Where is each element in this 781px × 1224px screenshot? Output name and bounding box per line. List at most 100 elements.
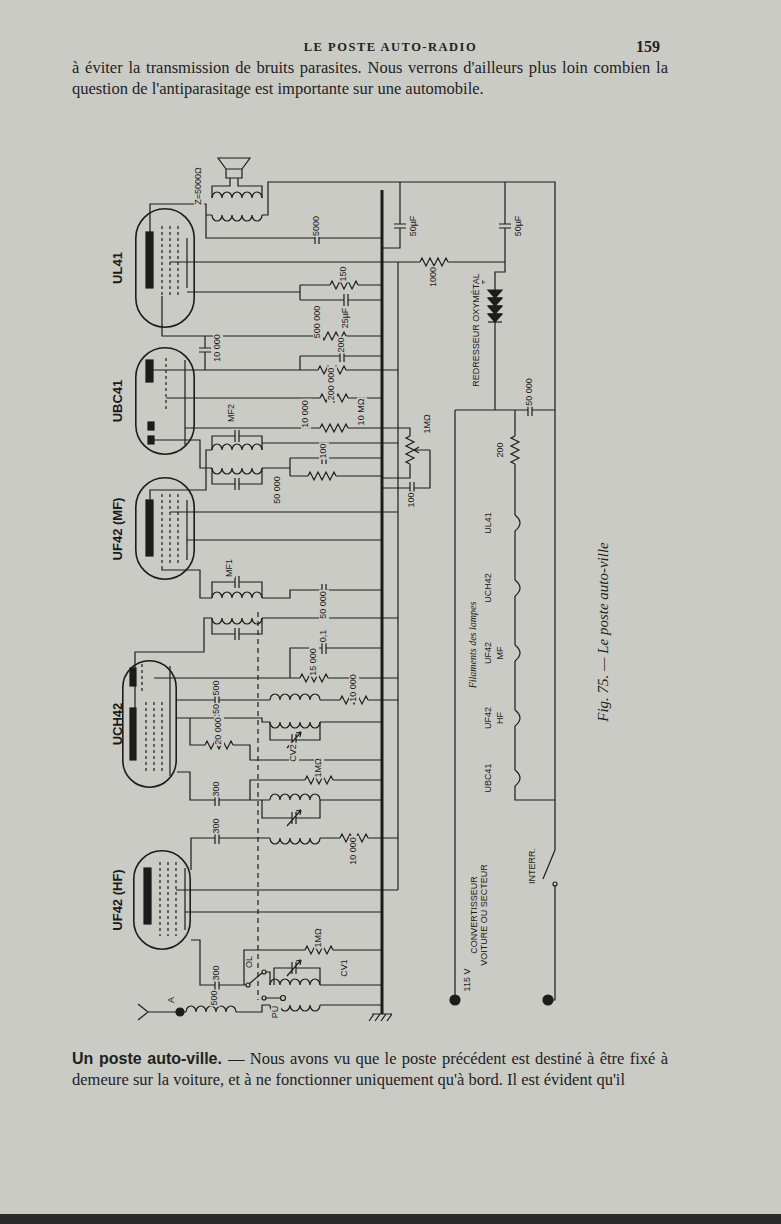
wiring xyxy=(274,968,320,985)
tube-label: UBC41 xyxy=(110,380,125,423)
component-value: 15 000 xyxy=(309,647,319,677)
tube-outline xyxy=(136,478,194,579)
tube-label: UCH42 xyxy=(110,703,125,746)
wiring xyxy=(334,294,358,306)
wiring xyxy=(212,178,262,198)
wiring xyxy=(212,444,262,450)
component-value: 50µF xyxy=(514,215,524,238)
tube-label: UF42 (HF) xyxy=(110,869,125,930)
page-number: 159 xyxy=(636,38,660,56)
component-value: INTERR. xyxy=(528,847,538,885)
tube-outline xyxy=(136,348,194,454)
component-value: MF1 xyxy=(225,558,235,578)
tube-outline xyxy=(123,661,176,787)
wiring xyxy=(515,710,520,726)
wiring xyxy=(212,592,262,598)
wiring xyxy=(488,314,502,322)
tube-electrodes xyxy=(186,238,187,288)
wiring xyxy=(499,214,511,238)
wiring xyxy=(488,290,502,298)
wiring xyxy=(543,995,553,1005)
body-paragraph-block: Un poste auto-ville.— Nous avons vu que … xyxy=(72,1048,668,1090)
wiring xyxy=(262,996,266,1000)
wiring xyxy=(450,995,460,1005)
wiring xyxy=(488,298,502,306)
wiring xyxy=(212,618,262,624)
tube-electrodes xyxy=(160,862,176,936)
wiring xyxy=(543,850,555,1000)
wiring xyxy=(308,472,336,480)
wiring xyxy=(212,436,398,450)
wiring xyxy=(270,979,320,985)
wiring xyxy=(212,618,398,634)
tube-electrodes xyxy=(146,232,153,288)
wiring xyxy=(218,158,250,178)
tube-electrodes xyxy=(165,358,166,410)
wiring xyxy=(515,645,520,661)
component-value: 300 xyxy=(212,780,222,797)
component-value: Z=5000Ω xyxy=(194,166,204,206)
wiring xyxy=(225,478,249,490)
tube-electrodes xyxy=(162,494,178,566)
wiring xyxy=(162,296,382,336)
component-value: 200 xyxy=(496,441,506,458)
wiring xyxy=(177,772,382,800)
component-value: 300 xyxy=(212,817,222,834)
component-value: 200 000 xyxy=(327,367,337,402)
tube-electrodes xyxy=(148,436,154,444)
tube-node: UL41 xyxy=(108,208,198,328)
wiring xyxy=(150,204,382,238)
wiring xyxy=(394,214,406,238)
component-value: 500 000 xyxy=(313,305,323,340)
body-paragraph: à éviter la transmission de bruits paras… xyxy=(72,57,668,99)
wiring xyxy=(320,424,348,432)
component-value: UF42 xyxy=(484,706,494,730)
tube-label: UL41 xyxy=(110,252,125,284)
wiring xyxy=(150,450,212,500)
tube-electrodes xyxy=(184,868,185,930)
component-value: 10 000 xyxy=(301,399,311,429)
wiring xyxy=(282,960,306,976)
tube-electrodes xyxy=(186,500,187,560)
tube-electrodes xyxy=(144,868,151,924)
component-value: 50 000 xyxy=(319,590,329,620)
tube-electrodes xyxy=(169,666,170,776)
component-value: HF xyxy=(496,711,506,725)
wiring xyxy=(397,262,398,890)
wiring xyxy=(382,182,400,248)
tube-label: UF42 (MF) xyxy=(110,497,125,560)
wiring xyxy=(406,436,414,464)
component-value: 1MΩ xyxy=(314,927,324,948)
wiring xyxy=(191,940,246,985)
component-value: PU xyxy=(271,1005,281,1020)
wiring xyxy=(300,356,382,370)
running-head: LE POSTE AUTO-RADIO xyxy=(0,40,781,55)
wiring xyxy=(262,800,320,818)
component-value: CV2 xyxy=(289,743,299,763)
component-value: MF xyxy=(496,646,506,661)
component-value: UL41 xyxy=(484,511,494,535)
wiring xyxy=(262,970,266,974)
wiring xyxy=(225,628,249,640)
component-value: 500 xyxy=(212,679,222,696)
wiring xyxy=(225,430,249,442)
wiring xyxy=(250,780,382,800)
wiring xyxy=(281,996,286,1001)
wiring xyxy=(0,1214,781,1224)
wiring xyxy=(270,838,320,844)
wiring xyxy=(382,447,430,488)
tube-outline xyxy=(136,209,194,327)
component-value: 500 xyxy=(210,989,220,1006)
tube-node: UF42 (HF) xyxy=(108,850,194,950)
wiring xyxy=(420,258,448,266)
component-value: CV1 xyxy=(340,958,350,978)
wiring xyxy=(176,890,398,912)
wiring xyxy=(266,972,280,998)
wiring xyxy=(511,436,519,464)
wiring xyxy=(212,582,262,598)
component-value: UBC41 xyxy=(484,762,494,793)
wiring xyxy=(270,722,320,740)
component-value: 5000 xyxy=(312,215,322,237)
tube-electrodes xyxy=(146,702,162,772)
